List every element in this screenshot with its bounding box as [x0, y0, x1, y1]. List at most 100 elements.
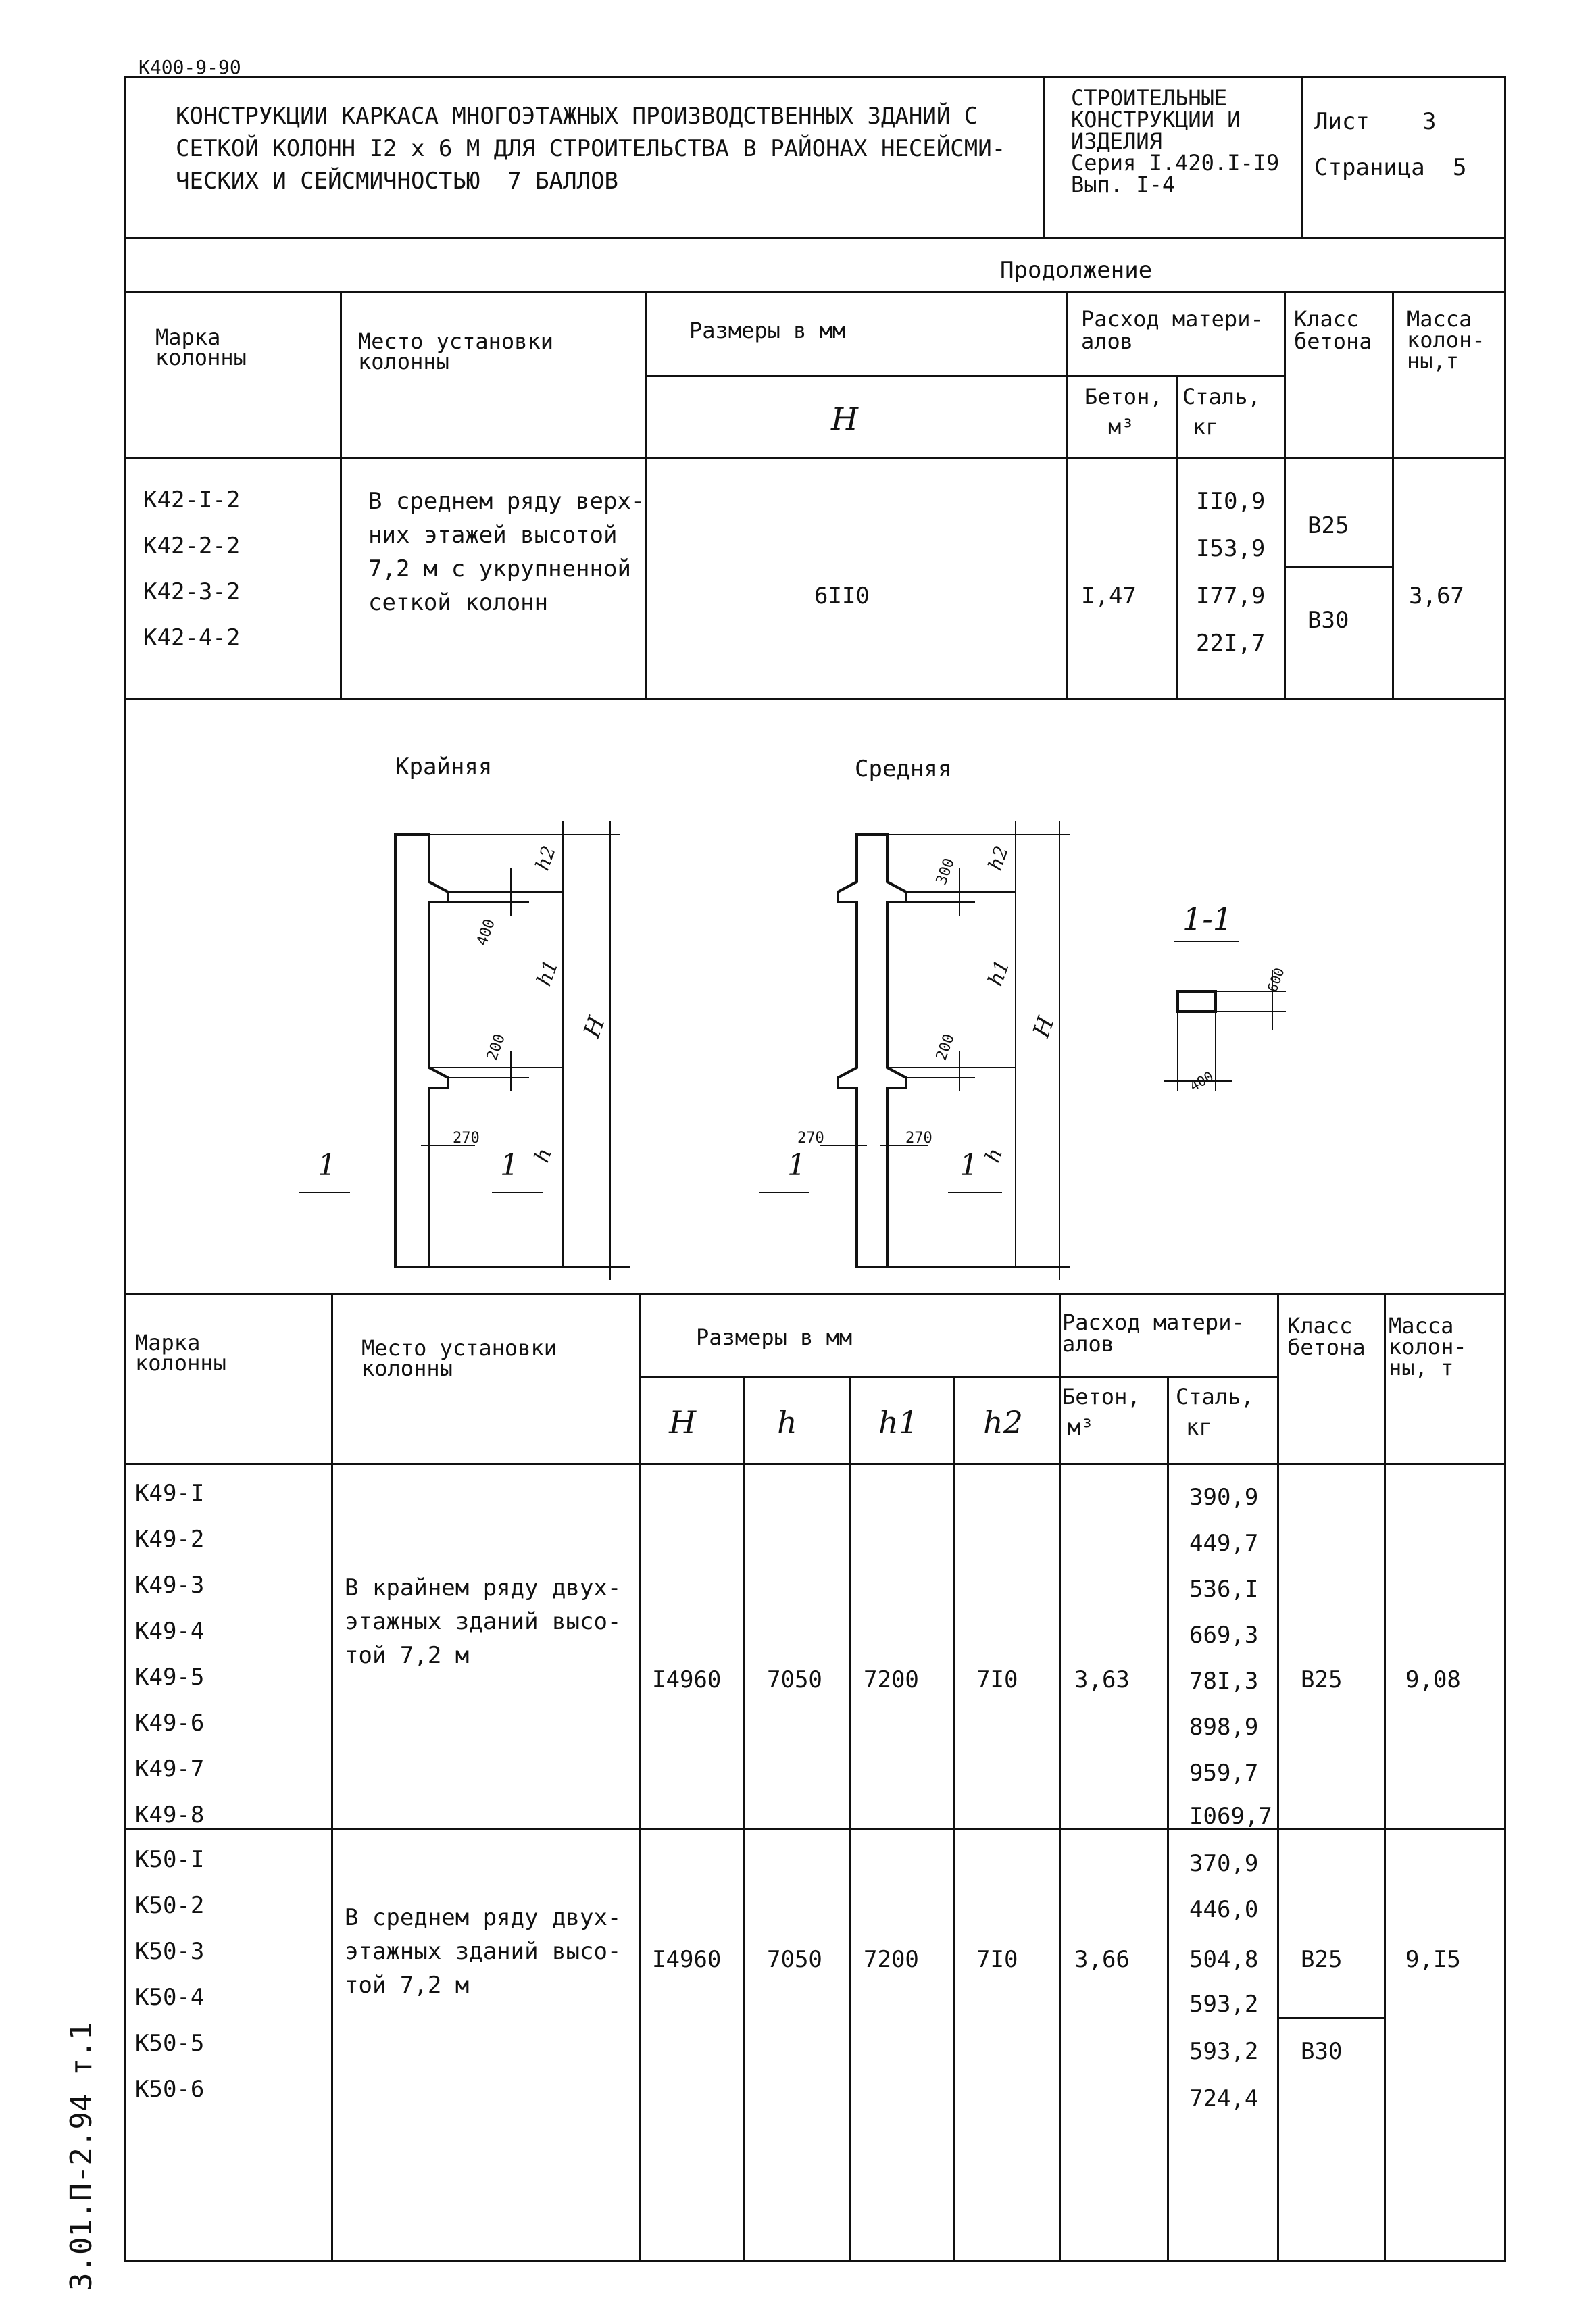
t2-header-class: Класс [1287, 1313, 1353, 1339]
t2-mark: К49-8 [135, 1801, 205, 1828]
t2-steel: 959,7 [1189, 1760, 1259, 1787]
t2-place: В среднем ряду двух- [345, 1904, 622, 1931]
t2-class: В25 [1301, 1946, 1343, 1973]
section-title: 1-1 [1182, 901, 1233, 937]
section-mark: 1 [318, 1148, 336, 1183]
t2-steel: 593,2 [1189, 2038, 1259, 2065]
edge-column-outline [394, 833, 449, 1268]
t2-steel: 898,9 [1189, 1714, 1259, 1741]
t2-mark: К50-4 [135, 1984, 205, 2011]
t2-mass: 9,08 [1405, 1666, 1461, 1693]
t2-header-mark: Марка [135, 1330, 201, 1355]
t2-header-steel: Сталь, [1176, 1384, 1254, 1410]
t2-header-concrete: Бетон, [1062, 1384, 1141, 1410]
t2-steel: 504,8 [1189, 1946, 1259, 1973]
t1-mark: К42-2-2 [143, 532, 241, 559]
t2-steel: 390,9 [1189, 1484, 1259, 1511]
t1-steel: I53,9 [1196, 535, 1266, 562]
title-line: СЕТКОЙ КОЛОНН I2 x 6 М ДЛЯ СТРОИТЕЛЬСТВА… [176, 135, 1006, 162]
t2-steel: 536,I [1189, 1576, 1259, 1603]
dim-label-270: 270 [797, 1130, 824, 1147]
frame-left [124, 76, 126, 2262]
t1-H: 6II0 [814, 582, 870, 609]
t1-class: В25 [1307, 512, 1349, 539]
t2-steel: 724,4 [1189, 2085, 1259, 2112]
t1-place: В среднем ряду верх- [368, 488, 645, 515]
t2-mass: 9,I5 [1405, 1946, 1461, 1973]
sheet-value: 3 [1422, 108, 1437, 135]
t1-steel: 22I,7 [1196, 630, 1266, 657]
t2-steel: 593,2 [1189, 1991, 1259, 2018]
t1-header-place: Место установки [358, 328, 553, 354]
t2-place: этажных зданий высо- [345, 1608, 622, 1635]
t2-mark: К49-7 [135, 1756, 205, 1783]
section-mark: 1 [959, 1148, 978, 1183]
continuation-label: Продолжение [1000, 257, 1153, 284]
t2-mark: К50-I [135, 1846, 205, 1873]
drawing-title-middle: Средняя [855, 755, 952, 782]
t2-header-h1: h1 [878, 1404, 918, 1441]
t1-mass: 3,67 [1409, 582, 1464, 609]
t2-h1: 7200 [864, 1666, 919, 1693]
t2-steel: 449,7 [1189, 1530, 1259, 1557]
frame-right [1504, 76, 1506, 2262]
t1-mark: К42-I-2 [143, 487, 241, 514]
t1-steel: II0,9 [1196, 488, 1266, 515]
t2-H: I4960 [652, 1666, 722, 1693]
t2-mark: К50-3 [135, 1938, 205, 1965]
document-code: К400-9-90 [139, 56, 241, 78]
t2-mark: К49-3 [135, 1572, 205, 1599]
t2-mark: К49-2 [135, 1526, 205, 1553]
side-stamp: 3.01.П-2.94 т.1 [64, 2022, 99, 2291]
t2-steel: I069,7 [1189, 1803, 1272, 1830]
t2-class: В30 [1301, 2038, 1343, 2065]
t2-steel: 446,0 [1189, 1896, 1259, 1923]
t1-header-concrete: Бетон, [1084, 384, 1163, 409]
t1-header-H: H [831, 401, 859, 437]
page-value: 5 [1453, 154, 1467, 181]
frame-bottom [124, 2260, 1506, 2262]
t2-place: В крайнем ряду двух- [345, 1574, 622, 1601]
t2-place: той 7,2 м [345, 1642, 470, 1669]
t2-h: 7050 [767, 1666, 822, 1693]
t1-place: 7,2 м с укрупненной [368, 555, 631, 582]
t2-place: этажных зданий высо- [345, 1938, 622, 1965]
t2-h2: 7I0 [976, 1946, 1018, 1973]
t2-h: 7050 [767, 1946, 822, 1973]
t2-mark: К49-4 [135, 1618, 205, 1645]
t1-header-materials: Расход матери- [1081, 306, 1264, 332]
t1-concrete: I,47 [1081, 582, 1137, 609]
t1-mark: К42-4-2 [143, 624, 241, 651]
t1-header-dims: Размеры в мм [689, 318, 846, 343]
t2-h1: 7200 [864, 1946, 919, 1973]
title-line: КОНСТРУКЦИИ КАРКАСА МНОГОЭТАЖНЫХ ПРОИЗВО… [176, 103, 978, 130]
t2-steel: 370,9 [1189, 1850, 1259, 1877]
t2-steel: 78I,3 [1189, 1668, 1259, 1695]
t2-header-h: h [777, 1404, 797, 1441]
t2-header-materials: Расход матери- [1062, 1310, 1245, 1335]
t2-concrete: 3,63 [1074, 1666, 1130, 1693]
t1-class: В30 [1307, 607, 1349, 634]
t2-mark: К50-5 [135, 2030, 205, 2057]
t1-header-class: Класс [1294, 306, 1360, 332]
sheet-label: Лист [1314, 108, 1370, 135]
t2-mark: К50-2 [135, 1892, 205, 1919]
t1-place: сеткой колонн [368, 589, 549, 616]
frame-top [124, 76, 1506, 78]
t2-header-H: H [669, 1404, 697, 1441]
t2-steel: 669,3 [1189, 1622, 1259, 1649]
t2-mark: К49-5 [135, 1664, 205, 1691]
t2-header-dims: Размеры в мм [696, 1324, 853, 1350]
t1-place: них этажей высотой [368, 522, 618, 549]
t1-mark: К42-3-2 [143, 578, 241, 605]
t1-header-steel: Сталь, [1182, 384, 1261, 409]
title-line: ЧЕСКИХ И СЕЙСМИЧНОСТЬЮ 7 БАЛЛОВ [176, 168, 619, 195]
middle-column-outline [837, 833, 907, 1268]
dim-label-270: 270 [905, 1130, 932, 1147]
t2-header-h2: h2 [983, 1404, 1023, 1441]
t2-mark: К50-6 [135, 2076, 205, 2103]
drawing-title-edge: Крайняя [395, 753, 493, 780]
dim-label-270: 270 [453, 1130, 480, 1147]
t2-place: той 7,2 м [345, 1972, 470, 1999]
column-drawing [299, 821, 1286, 1280]
